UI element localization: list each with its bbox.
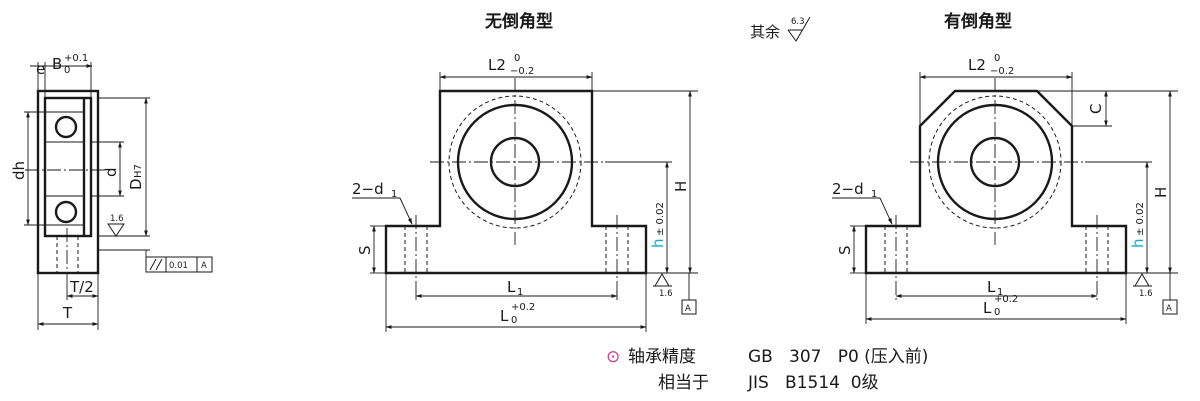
- dim-L2: L2: [968, 56, 986, 74]
- dim-e: e: [36, 60, 45, 78]
- roughness-1-6: 1.6: [110, 214, 124, 224]
- datum-A-box: [1162, 299, 1178, 315]
- roughness-note-value: 6.3: [791, 17, 805, 27]
- bearing-ball-icon: [54, 115, 78, 139]
- side-section-view: e B +0.1 0 dh d D H7 1.6 T/2 T: [10, 53, 213, 330]
- dim-half-T: T/2: [69, 278, 94, 296]
- side-body-outline: [36, 89, 100, 275]
- dim-B-upper-tol: +0.1: [64, 53, 88, 64]
- parallelism-icon: [149, 258, 163, 271]
- label-holes: 2−d: [832, 180, 864, 198]
- dim-H: H: [672, 181, 690, 192]
- dim-d: d: [102, 167, 120, 177]
- roughness-triangle-icon: [107, 223, 125, 237]
- parallelism-datum: A: [201, 261, 207, 271]
- dim-L: L: [983, 299, 992, 317]
- roughness-1-6: 1.6: [659, 289, 673, 299]
- dim-h-tol: ± 0.02: [655, 202, 666, 236]
- dim-S: S: [356, 245, 374, 255]
- dim-L2-upper: 0: [994, 53, 1000, 64]
- parallelism-frame: 0.01 A: [145, 256, 213, 273]
- dim-h: h: [649, 238, 667, 248]
- front-view-with-chamfer: L2 0 −0.2 C 2−d 1 S H h ± 0.02 1.6: [832, 53, 1178, 324]
- title-with-chamfer: 有倒角型: [944, 11, 1012, 32]
- dim-L1-sub: 1: [517, 287, 523, 298]
- note-marker-icon: ⊙: [606, 347, 620, 367]
- body-outline-with-chamfer: [864, 89, 1128, 275]
- parallelism-tolerance: 0.01: [169, 261, 188, 271]
- dim-h-tol: ± 0.02: [1135, 202, 1146, 236]
- bearing-ball-icon: [54, 200, 78, 224]
- label-holes: 2−d: [352, 180, 384, 198]
- dim-L1-sub: 1: [997, 287, 1003, 298]
- label-holes-sub: 1: [871, 189, 877, 200]
- dim-L-upper: +0.2: [511, 302, 535, 313]
- datum-A: A: [1166, 304, 1172, 314]
- datum-A: A: [685, 304, 691, 314]
- title-no-chamfer: 无倒角型: [484, 11, 553, 32]
- roughness-triangle-icon: [654, 273, 670, 287]
- dim-h: h: [1129, 238, 1147, 248]
- note-line2-value: JIS B1514 0级: [747, 373, 879, 393]
- dim-L2-upper: 0: [514, 53, 520, 64]
- front-view-no-chamfer: L2 0 −0.2 2−d 1 S H h ± 0.02 1.6 A: [352, 53, 698, 332]
- roughness-note-prefix: 其余: [750, 23, 780, 41]
- dim-H: H: [1152, 187, 1170, 198]
- dim-dh: dh: [10, 161, 28, 180]
- dim-L1: L: [507, 278, 516, 296]
- body-outline-no-chamfer: [384, 89, 648, 275]
- note-line1-value: GB 307 P0 (压入前): [748, 347, 928, 367]
- dim-L: L: [500, 307, 509, 325]
- dim-B-lower-tol: 0: [64, 65, 70, 76]
- dim-L1: L: [987, 278, 996, 296]
- bearing-outline: [43, 96, 93, 238]
- dim-L-upper: +0.2: [994, 294, 1018, 305]
- dim-S: S: [836, 245, 854, 255]
- roughness-1-6: 1.6: [1139, 289, 1153, 299]
- surface-roughness-note: 其余 6.3: [750, 16, 811, 42]
- dim-L2: L2: [488, 56, 506, 74]
- roughness-triangle-icon: [1134, 273, 1150, 287]
- note-line2-label: 相当于: [658, 373, 709, 393]
- label-holes-sub: 1: [391, 189, 397, 200]
- note-line1-label: 轴承精度: [628, 347, 696, 367]
- dim-L2-lower: −0.2: [510, 66, 534, 77]
- dim-L-lower: 0: [994, 307, 1000, 318]
- dim-D-tol: H7: [133, 164, 144, 178]
- dim-B: B: [52, 55, 62, 73]
- dim-C: C: [1087, 104, 1105, 114]
- datum-A-box: [681, 299, 697, 315]
- bearing-precision-notes: ⊙ 轴承精度 GB 307 P0 (压入前) 相当于 JIS B1514 0级: [606, 347, 928, 393]
- dim-D: D: [127, 178, 145, 190]
- dim-L-lower: 0: [511, 315, 517, 326]
- roughness-symbol-icon: [787, 16, 811, 42]
- dim-L2-lower: −0.2: [990, 66, 1014, 77]
- dim-T: T: [62, 304, 73, 322]
